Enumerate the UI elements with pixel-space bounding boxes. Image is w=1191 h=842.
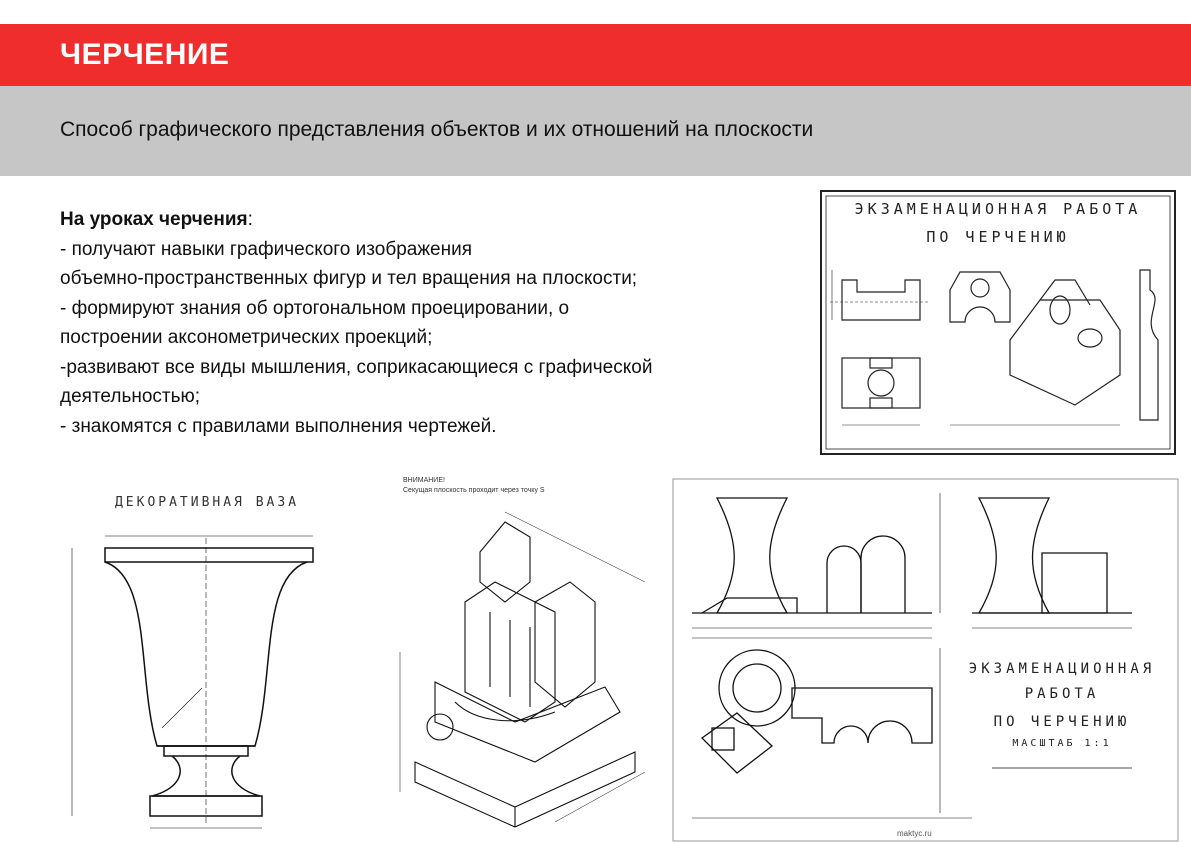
page-subtitle: Способ графического представления объект… (60, 118, 814, 141)
exam-sheet-image: ЭКЗАМЕНАЦИОННАЯ РАБОТА ПО ЧЕРЧЕНИЮ МАСШТ… (672, 478, 1191, 842)
exam-drawing-image: ЭКЗАМЕНАЦИОННАЯ РАБОТА ПО ЧЕРЧЕНИЮ (820, 190, 1176, 455)
vase-drawing-svg: ДЕКОРАТИВНАЯ ВАЗА (71, 495, 314, 829)
content-line: - получают навыки графического изображен… (60, 238, 473, 260)
vase-drawing-image: ДЕКОРАТИВНАЯ ВАЗА (62, 478, 360, 834)
page-title: ЧЕРЧЕНИЕ (60, 38, 230, 71)
exam-bottom-watermark: maktyc.ru (897, 829, 932, 838)
content-line: объемно-пространственных фигур и тел вра… (60, 268, 638, 289)
iso-note-2: Секущая плоскость проходит через точку S (403, 487, 545, 494)
header-bar: ЧЕРЧЕНИЕ (0, 24, 1191, 86)
isometric-drawing-image: ВНИМАНИЕ! Секущая плоскость проходит чер… (395, 472, 663, 834)
vase-title: ДЕКОРАТИВНАЯ ВАЗА (115, 495, 299, 510)
content-line: - знакомятся с правилами выполнения черт… (60, 415, 497, 437)
iso-note-1: ВНИМАНИЕ! (403, 477, 445, 484)
exam-bottom-line-3: ПО ЧЕРЧЕНИЮ (994, 714, 1131, 730)
content-line: построении аксонометрических проекций; (60, 327, 433, 348)
exam-top-title-1: ЭКЗАМЕНАЦИОННАЯ РАБОТА (855, 200, 1142, 218)
subheader-bar: Способ графического представления объект… (0, 86, 1191, 176)
exam-drawing-svg: ЭКЗАМЕНАЦИОННАЯ РАБОТА ПО ЧЕРЧЕНИЮ (820, 190, 1176, 455)
exam-bottom-line-1: ЭКЗАМЕНАЦИОННАЯ (969, 661, 1155, 677)
content-line: - формируют знания об ортогональном прое… (60, 297, 570, 319)
content-heading-colon: : (247, 209, 253, 230)
content-text: На уроках черчения: - получают навыки гр… (60, 205, 760, 441)
isometric-drawing-svg: ВНИМАНИЕ! Секущая плоскость проходит чер… (399, 477, 646, 828)
exam-top-title-2: ПО ЧЕРЧЕНИЮ (926, 228, 1069, 246)
exam-bottom-line-2: РАБОТА (1025, 686, 1100, 702)
exam-bottom-scale: МАСШТАБ 1:1 (1012, 738, 1111, 749)
exam-sheet-svg: ЭКЗАМЕНАЦИОННАЯ РАБОТА ПО ЧЕРЧЕНИЮ МАСШТ… (672, 478, 1179, 842)
content-line: -развивают все виды мышления, соприкасаю… (60, 356, 653, 378)
content-heading: На уроках черчения (60, 209, 248, 230)
content-heading-line: На уроках черчения: (60, 205, 760, 235)
content-line: деятельностью; (60, 386, 201, 407)
